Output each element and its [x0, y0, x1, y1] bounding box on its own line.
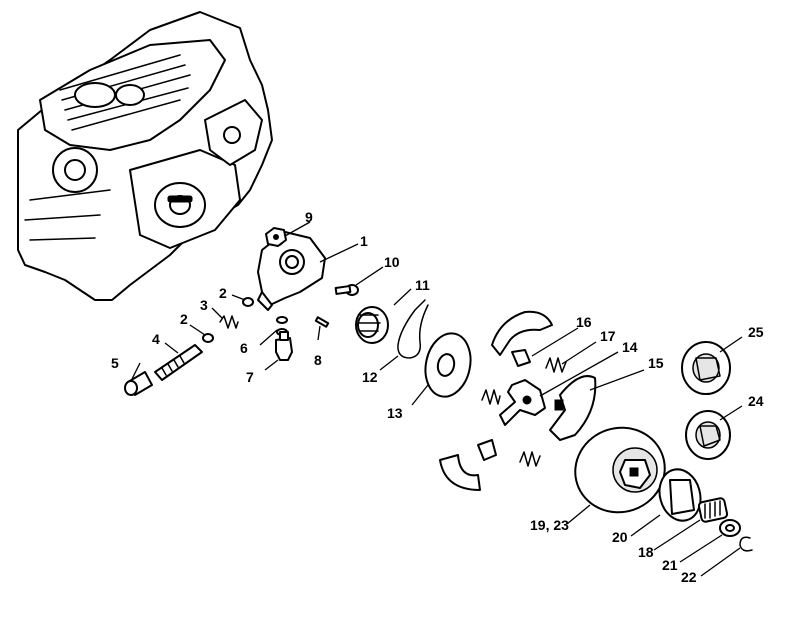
callout-13: 13 — [387, 405, 403, 421]
callout-6: 6 — [240, 340, 248, 356]
clutch-shoe-bottom — [439, 454, 481, 491]
washer-part-21 — [719, 519, 741, 537]
spur-sprocket-part-25 — [681, 341, 731, 395]
spring-wire-part-12 — [397, 299, 429, 359]
clutch-shoe-part-15 — [549, 375, 597, 441]
callout-3: 3 — [200, 297, 208, 313]
callout-15: 15 — [648, 355, 664, 371]
callout-2a: 2 — [219, 285, 227, 301]
fitting-part-7 — [275, 331, 293, 361]
pin-part-8 — [314, 316, 330, 328]
washer-part-2b — [202, 333, 214, 343]
spring-part-3 — [219, 315, 239, 329]
clutch-spring-part-17 — [545, 357, 567, 373]
callout-5: 5 — [111, 355, 119, 371]
screw-part-10 — [334, 284, 359, 296]
sprocket-part-20 — [658, 468, 702, 522]
callout-7: 7 — [246, 369, 254, 385]
callout-17: 17 — [600, 328, 616, 344]
disc-part-13 — [424, 332, 472, 398]
clutch-spring-lower — [519, 451, 541, 467]
e-clip-part-22 — [739, 536, 753, 552]
spur-sprocket-part-24 — [685, 410, 731, 460]
callout-2b: 2 — [180, 311, 188, 327]
worm-shaft-part-4 — [154, 344, 203, 381]
callout-9: 9 — [305, 209, 313, 225]
sleeve-part-5 — [124, 371, 153, 396]
callout-10: 10 — [384, 254, 400, 270]
callout-14: 14 — [622, 339, 638, 355]
clutch-shoe-top — [491, 310, 553, 356]
clutch-carrier-part-14 — [499, 379, 546, 426]
callout-11: 11 — [415, 277, 430, 293]
spool-part-11 — [355, 306, 389, 344]
callout-1: 1 — [360, 233, 368, 249]
callout-20: 20 — [612, 529, 628, 545]
callout-4: 4 — [152, 331, 160, 347]
callout-21: 21 — [662, 557, 678, 573]
callout-12: 12 — [362, 369, 378, 385]
callout-25: 25 — [748, 324, 764, 340]
callout-16: 16 — [576, 314, 592, 330]
callout-18: 18 — [638, 544, 654, 560]
nut-part-9 — [265, 227, 287, 247]
callout-19-23: 19, 23 — [530, 517, 569, 533]
oil-pump-body — [257, 231, 326, 311]
engine-housing — [17, 11, 273, 301]
callout-24: 24 — [748, 393, 764, 409]
callout-22: 22 — [681, 569, 697, 585]
clutch-drum-part-19-23 — [574, 426, 666, 514]
callout-labels: 1 2 2 3 4 5 6 7 8 9 10 11 12 13 14 15 16… — [111, 209, 764, 585]
washer-part-2a — [242, 297, 254, 307]
needle-bearing-part-18 — [697, 497, 729, 523]
clutch-block-lower — [477, 439, 497, 461]
clutch-spring-left — [481, 389, 501, 405]
clutch-spring-part-16 — [511, 349, 531, 367]
callout-8: 8 — [314, 352, 322, 368]
leader-lines — [130, 221, 743, 577]
